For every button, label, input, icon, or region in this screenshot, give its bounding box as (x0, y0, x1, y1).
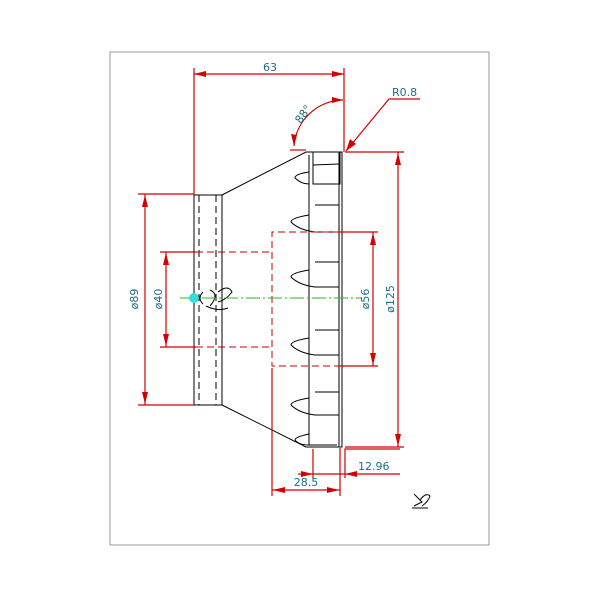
dimension-depth: 28.5 (271, 368, 341, 496)
cooling-fins (290, 171, 339, 446)
dimension-bore-diameter: ø56 (340, 231, 378, 367)
svg-text:ø40: ø40 (152, 289, 165, 310)
svg-text:28.5: 28.5 (294, 476, 319, 489)
svg-text:63: 63 (263, 61, 277, 74)
ucs-icon (412, 493, 431, 509)
svg-text:ø125: ø125 (384, 285, 397, 313)
hidden-lines (196, 231, 340, 367)
dimension-outer-diameter: ø125 (345, 151, 404, 448)
part-outline (193, 151, 343, 448)
drain-symbol (199, 287, 233, 311)
dimension-lip-width: 12.96 (298, 448, 400, 478)
dimension-edge-radius: R0.8 (345, 86, 420, 152)
grip-point[interactable] (189, 293, 199, 303)
svg-text:88°: 88° (292, 103, 314, 126)
dimension-flange-diameter: ø89 (128, 193, 194, 406)
svg-text:ø89: ø89 (128, 289, 141, 310)
svg-text:R0.8: R0.8 (392, 86, 417, 99)
dimension-hole-diameter: ø40 (152, 251, 196, 348)
dimension-overall-length: 63 (193, 61, 345, 195)
svg-text:12.96: 12.96 (358, 460, 390, 473)
sheet-border (109, 51, 490, 546)
dimension-taper-angle: 88° (290, 97, 344, 151)
svg-text:ø56: ø56 (359, 289, 372, 310)
